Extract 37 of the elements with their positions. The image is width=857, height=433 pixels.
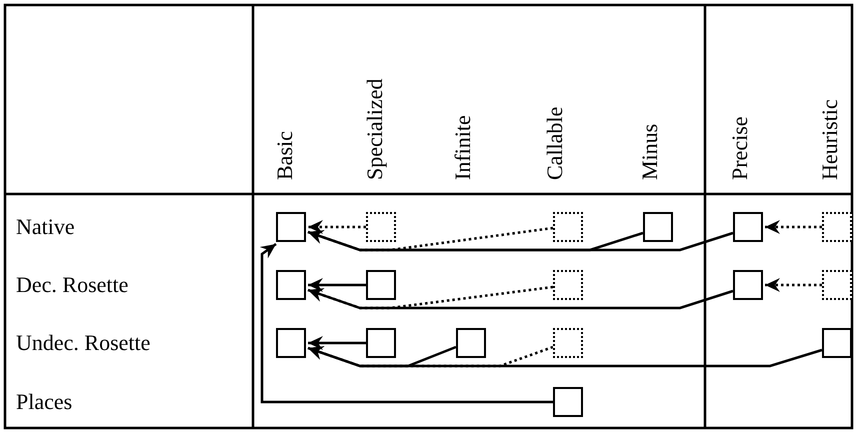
dotted-box [822,270,852,300]
arrow [765,278,822,292]
dotted-box [366,212,396,242]
empty-box [276,328,306,358]
empty-box [733,270,763,300]
arrow [308,278,366,292]
empty-box [456,328,486,358]
empty-box [733,212,763,242]
empty-box [553,387,583,417]
dotted-box [553,328,583,358]
empty-box [643,212,673,242]
row-header: Dec. Rosette [16,274,128,296]
column-header: Basic [274,131,296,180]
column-header: Callable [544,106,566,180]
dotted-box [553,270,583,300]
arrow [260,242,553,404]
empty-box [366,270,396,300]
empty-box [822,328,852,358]
column-header: Minus [639,124,661,180]
column-header: Specialized [364,78,386,180]
row-header: Native [16,216,75,238]
dotted-box [553,212,583,242]
arrow [308,230,734,252]
row-header: Places [16,391,72,413]
arrow [308,288,734,310]
dotted-box [822,212,852,242]
empty-box [366,328,396,358]
arrow [308,336,366,350]
column-header: Heuristic [819,99,841,180]
arrow [308,346,822,368]
arrow [765,220,822,234]
row-header: Undec. Rosette [16,332,150,354]
empty-box [276,270,306,300]
column-header: Precise [729,116,751,180]
column-header: Infinite [452,115,474,180]
empty-box [276,212,306,242]
arrow [308,220,366,234]
